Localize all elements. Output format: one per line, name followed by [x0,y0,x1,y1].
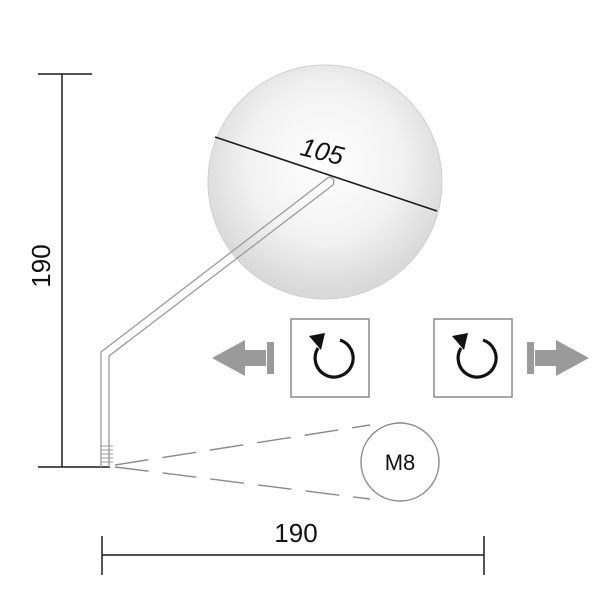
right-arrow-stop-bar [527,342,534,374]
width-dimension: 190 [101,518,485,575]
height-label: 190 [26,244,56,287]
tighten-direction-group [433,318,589,398]
rod [100,176,335,467]
right-arrow-icon [535,340,589,376]
rod-inner-line [108,184,334,467]
sphere-body [207,64,443,300]
loosen-direction-group [212,318,370,398]
rod-outer-line [100,176,330,467]
thread-size-label: M8 [385,450,416,475]
rod-tip [328,176,335,186]
left-arrow-icon [212,340,266,376]
thread-callout-upper-line [114,424,371,466]
thread-callout: M8 [114,422,440,502]
left-arrow-stop-bar [267,342,274,374]
rotate-counterclockwise-icon [452,333,498,379]
sphere: 105 [207,64,443,300]
left-rotation-box [290,318,370,398]
thread-callout-lower-line [114,466,371,500]
sphere-diameter-line [214,136,438,212]
width-label: 190 [274,518,317,548]
thread-callout-circle [360,422,440,502]
rod-thread-marks [101,445,113,463]
rotate-counterclockwise-icon [309,333,355,379]
right-rotation-box [433,318,513,398]
height-dimension: 190 [26,73,110,468]
